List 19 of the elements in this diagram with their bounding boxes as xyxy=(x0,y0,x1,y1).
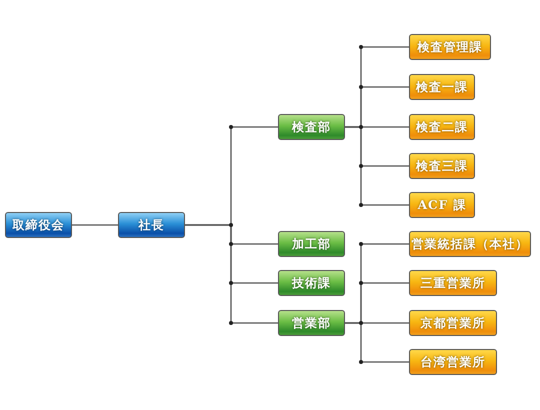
section-box: 京都営業所 xyxy=(409,310,497,336)
executive-box: 社長 xyxy=(118,212,185,238)
connector-line xyxy=(185,224,278,324)
section-box: 三重営業所 xyxy=(409,270,497,296)
department-box: 加工部 xyxy=(278,231,345,257)
section-box: ACF 課 xyxy=(409,192,475,218)
section-box: 検査三課 xyxy=(409,153,475,179)
section-box: 営業統括課（本社） xyxy=(409,231,531,257)
executive-box: 取締役会 xyxy=(5,212,72,238)
department-box: 技術課 xyxy=(278,270,345,296)
section-box: 検査二課 xyxy=(409,114,475,140)
connector-line xyxy=(72,224,118,226)
department-box: 検査部 xyxy=(278,114,345,140)
section-box: 検査一課 xyxy=(409,74,475,100)
connector-line xyxy=(345,322,409,363)
connector-line xyxy=(345,126,409,206)
department-box: 営業部 xyxy=(278,310,345,336)
section-box: 検査管理課 xyxy=(409,34,491,60)
section-box: 台湾営業所 xyxy=(409,349,497,375)
